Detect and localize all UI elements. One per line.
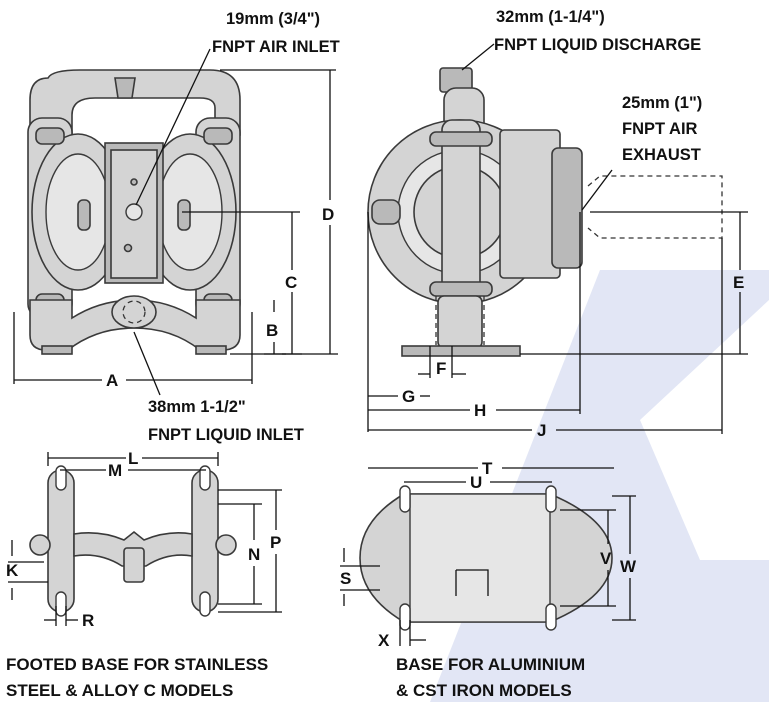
side-clamp-bottom xyxy=(429,281,493,297)
base-slot-tr xyxy=(545,485,557,513)
dim-m-label: M xyxy=(108,461,122,480)
base-slot-br xyxy=(545,603,557,631)
footed-caption-line2: STEEL & ALLOY C MODELS xyxy=(6,681,233,700)
dim-x-label: X xyxy=(378,631,390,650)
footed-slot-bl xyxy=(55,591,67,617)
air-inlet-size-label: 19mm (3/4") xyxy=(226,10,320,28)
dim-a-label: A xyxy=(106,371,118,390)
base-slot-bl xyxy=(399,603,411,631)
dim-l-label: L xyxy=(128,449,138,468)
dim-f-label: F xyxy=(436,359,446,378)
front-clamp-tr xyxy=(203,127,233,145)
dim-t-label: T xyxy=(482,459,493,478)
exhaust-desc-label-1: FNPT AIR xyxy=(622,120,698,138)
dim-w-label: W xyxy=(620,557,637,576)
side-air-block xyxy=(499,129,561,279)
side-view xyxy=(367,43,748,434)
dim-c-label: C xyxy=(285,273,297,292)
base-caption-line2: & CST IRON MODELS xyxy=(396,681,572,700)
dim-b-label: B xyxy=(266,321,278,340)
footed-slot-tr xyxy=(199,465,211,491)
discharge-size-label: 32mm (1-1/4") xyxy=(496,8,605,26)
exhaust-size-label: 25mm (1") xyxy=(622,94,702,112)
front-view xyxy=(13,48,338,396)
footed-slot-br xyxy=(199,591,211,617)
front-foot-left xyxy=(41,345,73,355)
footed-left-foot xyxy=(47,469,75,613)
front-air-inlet-port xyxy=(125,203,143,221)
dim-r-label: R xyxy=(82,611,94,630)
front-bolt xyxy=(123,243,133,253)
front-top-manifold xyxy=(29,69,241,136)
dim-d-label: D xyxy=(322,205,334,224)
base-center-panel xyxy=(409,493,551,623)
base-center-marks xyxy=(455,569,489,596)
footed-caption-line1: FOOTED BASE FOR STAINLESS xyxy=(6,655,268,674)
side-exhaust-outline xyxy=(587,175,723,239)
dim-e-label: E xyxy=(733,273,744,292)
footed-left-knob xyxy=(29,534,51,556)
front-clamp-tl xyxy=(35,127,65,145)
dim-g-label: G xyxy=(402,387,415,406)
front-foot-right xyxy=(195,345,227,355)
footed-base-view xyxy=(8,452,282,626)
footed-inlet-stub xyxy=(123,547,145,583)
liquid-inlet-desc-label: FNPT LIQUID INLET xyxy=(148,426,304,444)
liquid-inlet-size-label: 38mm 1-1/2" xyxy=(148,398,246,416)
front-bolt-2 xyxy=(130,178,138,186)
side-clamp-top xyxy=(429,131,493,147)
base-view xyxy=(340,467,636,646)
dim-s-label: S xyxy=(340,569,351,588)
side-inlet-pipe xyxy=(437,295,483,349)
dim-h-label: H xyxy=(474,401,486,420)
side-clamp-left xyxy=(371,199,401,225)
air-inlet-desc-label: FNPT AIR INLET xyxy=(212,38,340,56)
dim-n-label: N xyxy=(248,545,260,564)
base-caption-line1: BASE FOR ALUMINIUM xyxy=(396,655,585,674)
side-exhaust-muffler xyxy=(551,147,583,269)
dim-v-label: V xyxy=(600,549,612,568)
dim-j-label: J xyxy=(537,421,546,440)
side-base-plate xyxy=(401,345,521,357)
base-slot-tl xyxy=(399,485,411,513)
dim-u-label: U xyxy=(470,473,482,492)
front-top-boss xyxy=(114,77,136,99)
footed-slot-tl xyxy=(55,465,67,491)
discharge-desc-label: FNPT LIQUID DISCHARGE xyxy=(494,36,701,54)
footed-right-knob xyxy=(215,534,237,556)
front-clamp-mr xyxy=(177,199,191,231)
footed-right-foot xyxy=(191,469,219,613)
dim-k-label: K xyxy=(6,561,19,580)
dim-p-label: P xyxy=(270,533,281,552)
front-liquid-inlet xyxy=(111,295,157,329)
exhaust-desc-label-2: EXHAUST xyxy=(622,146,701,164)
front-clamp-ml xyxy=(77,199,91,231)
